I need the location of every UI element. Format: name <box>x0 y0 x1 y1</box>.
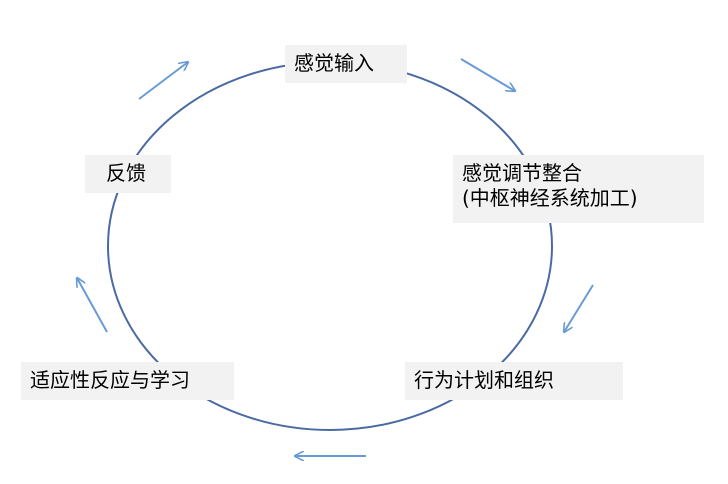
arrow-top-right <box>460 58 515 91</box>
arrow-right-down <box>564 284 594 332</box>
node-sensory-integration-line2: (中枢神经系统加工) <box>462 186 638 210</box>
node-action-planning-label: 行为计划和组织 <box>414 368 554 392</box>
node-action-planning: 行为计划和组织 <box>405 362 623 400</box>
node-adaptive-response: 适应性反应与学习 <box>21 362 234 400</box>
arrow-left-up <box>77 278 108 333</box>
arrow-top-left <box>138 62 188 100</box>
node-sensory-integration-line1: 感觉调节整合 <box>462 161 582 185</box>
node-feedback-label: 反馈 <box>106 161 146 185</box>
node-sensory-input-label: 感觉输入 <box>294 51 374 75</box>
node-sensory-input: 感觉输入 <box>285 45 407 83</box>
node-adaptive-response-label: 适应性反应与学习 <box>30 368 190 392</box>
node-feedback: 反馈 <box>85 155 171 193</box>
node-sensory-integration: 感觉调节整合 (中枢神经系统加工) <box>453 155 704 223</box>
